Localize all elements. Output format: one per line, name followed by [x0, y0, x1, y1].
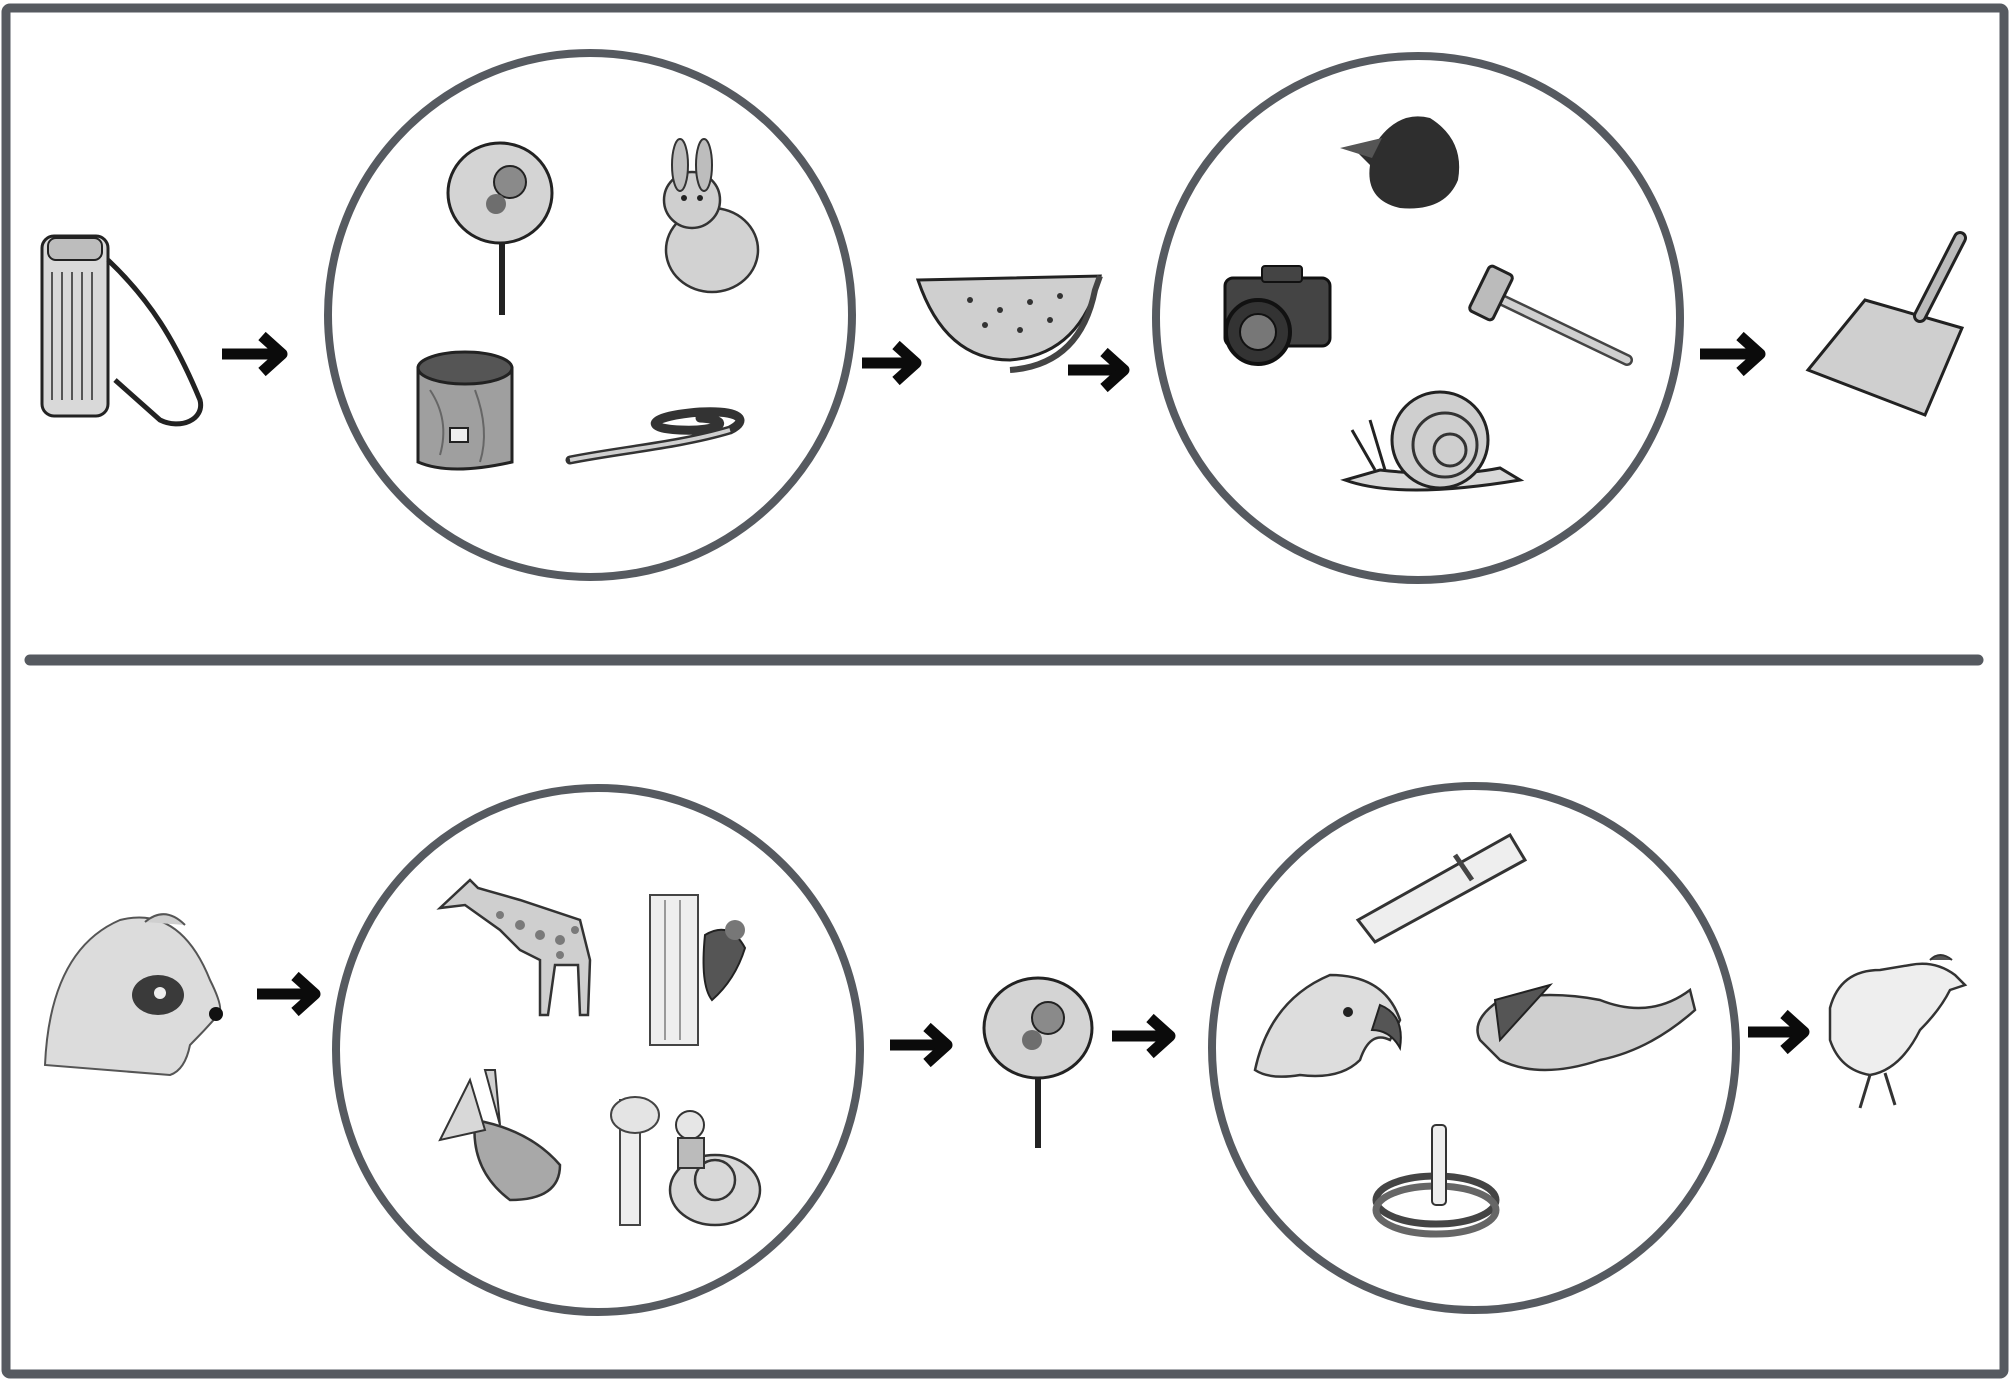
watermelon-slice-icon[interactable]	[918, 276, 1100, 370]
arrow-r2-2	[890, 1027, 947, 1063]
row-1	[42, 53, 1962, 580]
arrow-r1-2	[862, 345, 916, 381]
group-circle-r1-a	[328, 53, 852, 577]
arrow-r1-3	[1068, 352, 1124, 388]
snail-icon[interactable]	[1345, 392, 1520, 490]
rabbit-icon[interactable]	[664, 139, 758, 292]
chopsticks-icon[interactable]	[1358, 835, 1525, 942]
group-circle-r2-a	[336, 788, 860, 1312]
ring-toss-icon[interactable]	[1376, 1125, 1496, 1234]
uchiwa-fan-icon-2[interactable]	[984, 978, 1092, 1148]
uchiwa-fan-icon[interactable]	[448, 143, 552, 315]
chicken-icon[interactable]	[1830, 955, 1965, 1108]
kintaro-with-bear-icon[interactable]	[611, 1097, 760, 1225]
raccoon-dog-icon[interactable]	[45, 914, 223, 1075]
hammer-icon[interactable]	[1468, 265, 1627, 360]
giraffe-icon[interactable]	[440, 880, 590, 1015]
crow-icon[interactable]	[1340, 116, 1459, 208]
eagle-icon[interactable]	[1255, 975, 1401, 1077]
arrow-r2-4	[1748, 1014, 1804, 1050]
crocodile-icon[interactable]	[1478, 985, 1696, 1070]
dustpan-icon[interactable]	[1808, 238, 1962, 415]
arrow-r2-3	[1112, 1018, 1170, 1054]
woodpecker-icon[interactable]	[650, 895, 745, 1045]
row-2	[45, 786, 1965, 1312]
arrow-r1-1	[222, 336, 282, 372]
wooden-bucket-icon[interactable]	[418, 352, 512, 469]
thermos-flask-icon[interactable]	[42, 236, 201, 424]
goldfish-icon[interactable]	[440, 1070, 560, 1200]
arrow-r2-1	[257, 976, 315, 1012]
camera-icon[interactable]	[1225, 266, 1330, 364]
arrow-r1-4	[1700, 336, 1760, 372]
eel-icon[interactable]	[570, 412, 740, 460]
